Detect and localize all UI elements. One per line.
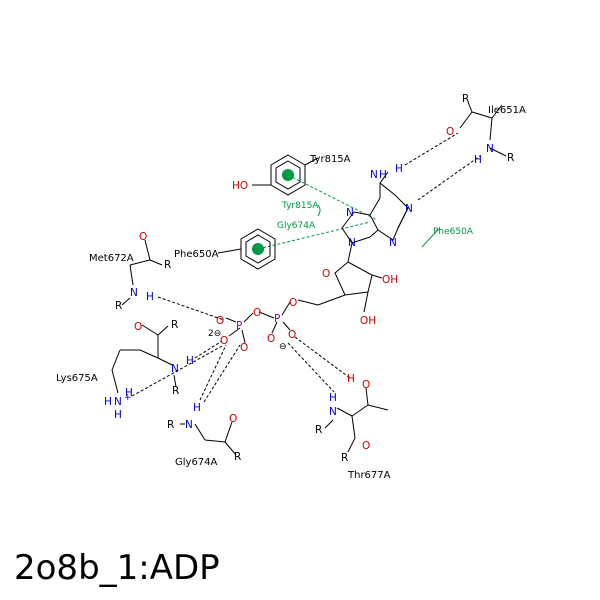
lys675-r1: R	[171, 319, 178, 331]
atom-pa-o2: O	[220, 335, 228, 347]
hbond-n1-ile651-h	[417, 155, 481, 201]
adp-atom-labels: H N H N N N N O OH OH O P O P O O O O O …	[208, 163, 413, 354]
atom-n7: N	[346, 207, 354, 219]
lys675-nz-h2: H	[114, 409, 122, 421]
lys675-o: O	[134, 321, 142, 333]
atom-charge-minus: ⊖	[279, 342, 287, 352]
atom-amine-n: N	[370, 169, 378, 181]
hbond-met672-pa-o	[157, 296, 225, 321]
phe650-ring-centroid	[252, 243, 264, 255]
label-thr677a: Thr677A	[347, 470, 391, 481]
page-title: 2o8b_1:ADP	[14, 548, 220, 588]
label-lys675a: Lys675A	[56, 373, 98, 384]
gly674-h: H	[193, 402, 201, 414]
met672-h: H	[146, 291, 154, 303]
met672-o: O	[139, 231, 147, 243]
thr677-hg: H	[347, 373, 355, 385]
thr677-r1: R	[315, 424, 322, 436]
atom-ring-o: O	[322, 268, 330, 280]
label-met672a: Met672A	[89, 253, 134, 264]
lys675-nz-h1: H	[104, 396, 112, 408]
hbond-lys675-nz-o	[131, 345, 223, 397]
hbond-thr677-n	[287, 342, 335, 393]
atom-o-bridge: O	[253, 307, 261, 319]
atom-amine-h: H	[395, 163, 403, 175]
thr677-og: O	[362, 379, 370, 391]
atom-amine-h2: H	[379, 169, 387, 181]
lys675-plus: +	[124, 393, 132, 403]
adp-bonds	[225, 171, 409, 344]
pi-interactions	[257, 174, 378, 250]
tyr815-oh: HO	[232, 180, 248, 192]
tyr815-ring-centroid	[282, 169, 294, 181]
label-tyr815a: Tyr815A	[309, 154, 351, 165]
pi-markers	[317, 204, 441, 248]
lys675-n: N	[171, 363, 179, 375]
lys675-nz-h3: H	[125, 387, 133, 399]
atom-pb-o1: O	[267, 333, 275, 345]
tyr815-ring	[252, 154, 319, 196]
residue-labels: Ile651A Tyr815A Phe650A Met672A Lys675A …	[56, 105, 526, 481]
label-phe650a: Phe650A	[174, 249, 219, 260]
ile651-r2: R	[507, 152, 514, 164]
ilabel-gly674: Gly674A	[277, 221, 316, 231]
atom-oh2: OH	[382, 274, 398, 286]
hbond-gly674-o-2	[203, 344, 241, 403]
atom-oh3: OH	[360, 315, 376, 327]
pi-tyr815-adenine	[287, 174, 378, 221]
atom-p-beta: P	[274, 313, 280, 325]
hydrogen-bonds	[131, 132, 481, 403]
hbond-gly674-o-1	[199, 344, 227, 401]
gly674-o: O	[229, 413, 237, 425]
atom-p-alpha: P	[236, 320, 242, 332]
thr677-n: N	[329, 406, 337, 418]
hbond-amine-ile651-o	[404, 132, 459, 166]
lys675-nz: N	[114, 396, 122, 408]
ile651-n: N	[486, 143, 494, 155]
phe650-ring	[217, 228, 276, 270]
hbond-thr677-og	[294, 336, 351, 379]
atom-pa-o3: O	[240, 342, 248, 354]
thr677-r2: R	[341, 452, 348, 464]
thr677-o: O	[362, 440, 370, 452]
atom-n9: N	[348, 237, 356, 249]
atom-n1: N	[405, 203, 413, 215]
lys675-r2: R	[172, 385, 179, 397]
pi-phe650-adenine	[257, 221, 371, 250]
gly674-r1: R	[167, 419, 174, 431]
residue-atom-labels: R O N H R HO O R N R H O R H N R N H H H…	[104, 93, 514, 464]
atom-n3: N	[389, 237, 397, 249]
atom-pb-o2: O	[288, 329, 296, 341]
atom-o5: O	[289, 297, 297, 309]
met672-r1: R	[164, 259, 171, 271]
interaction-labels: Tyr815A Gly674A Phe650A	[277, 201, 474, 237]
ile651-h: H	[474, 154, 482, 166]
met672-r2: R	[115, 300, 122, 312]
label-gly674a: Gly674A	[175, 457, 218, 468]
ile651-o: O	[446, 126, 454, 138]
gly674-r2: R	[234, 451, 241, 463]
residue-bonds	[111, 101, 507, 456]
hbond-lys675-pa-o	[194, 340, 223, 359]
gly674-n: N	[185, 419, 193, 431]
atom-charge-2minus: 2⊖	[208, 329, 221, 339]
ile651-r1: R	[462, 93, 469, 105]
ilabel-phe650: Phe650A	[433, 227, 474, 237]
met672-n: N	[130, 287, 138, 299]
label-ile651a: Ile651A	[488, 105, 526, 116]
ilabel-tyr815: Tyr815A	[281, 201, 319, 211]
thr677-h: H	[329, 392, 337, 404]
lys675-h: H	[186, 355, 194, 367]
atom-pa-o1: O	[216, 315, 224, 327]
